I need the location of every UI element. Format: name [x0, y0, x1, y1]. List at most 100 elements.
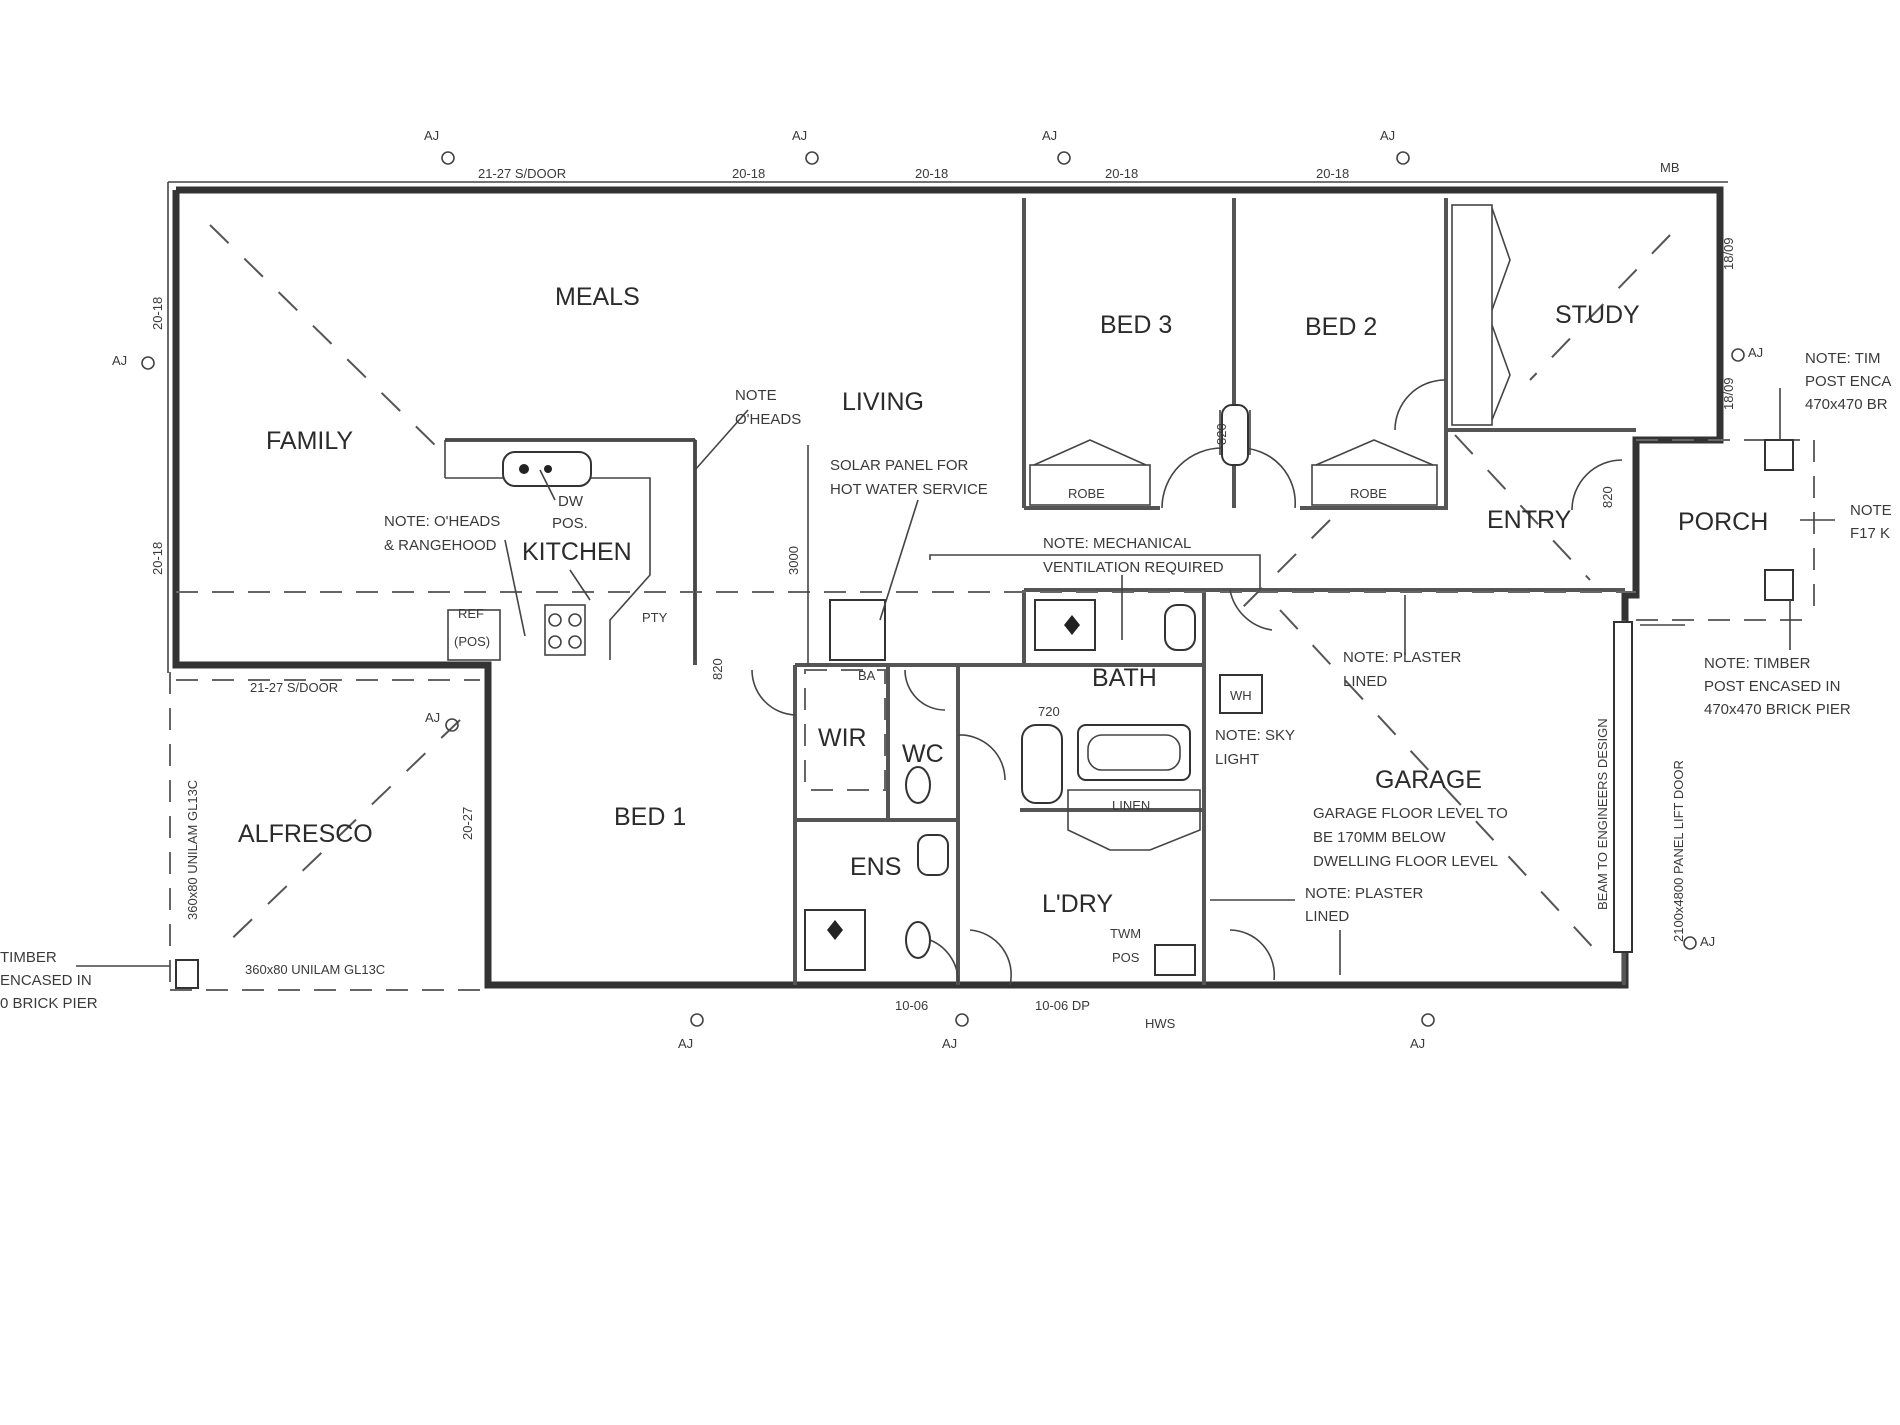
dim-bot-2: 10-06 DP	[1035, 998, 1090, 1013]
room-label-garage: GARAGE	[1375, 766, 1482, 794]
aj-label: AJ	[1042, 128, 1057, 143]
leader-lines	[76, 388, 1835, 975]
dim-beam-alf-h: 360x80 UNILAM GL13C	[245, 962, 385, 977]
note-timber-right-1: NOTE: TIMBER	[1704, 655, 1811, 672]
dim-d820: 820	[710, 658, 725, 680]
dim-h3000: 3000	[786, 546, 801, 575]
note-timber-left-2: ENCASED IN	[0, 972, 92, 989]
cooktop	[544, 604, 586, 656]
dim-sdoor-alf: 21-27 S/DOOR	[250, 680, 338, 695]
ens-basin	[917, 834, 949, 876]
note-f17-2: F17 K	[1850, 525, 1890, 542]
note-washer-1: TWM	[1110, 926, 1141, 941]
note-ba: BA	[858, 668, 876, 683]
note-timber-right-2: POST ENCASED IN	[1704, 678, 1840, 695]
note-oheads-range-1: NOTE: O'HEADS	[384, 513, 500, 530]
room-label-porch: PORCH	[1678, 508, 1768, 536]
robe-label-bed2: ROBE	[1350, 486, 1387, 501]
laundry-trough	[1154, 944, 1196, 976]
exterior-walls	[167, 181, 1728, 989]
note-panel-lift: 2100x4800 PANEL LIFT DOOR	[1671, 760, 1686, 942]
dim-top-2: 20-18	[915, 166, 948, 181]
dim-left-1: 20-18	[150, 297, 165, 330]
aj-marker	[1396, 151, 1410, 165]
robe-label-bed3: ROBE	[1068, 486, 1105, 501]
dim-right-1: 18/09	[1721, 237, 1736, 270]
aj-label: AJ	[942, 1036, 957, 1051]
note-dw-1: DW	[558, 493, 584, 510]
vanity	[1021, 724, 1063, 804]
garage-lift-door	[1613, 621, 1633, 953]
room-label-bed1: BED 1	[614, 803, 686, 831]
dim-alf-w: 20-27	[460, 807, 475, 840]
note-timber-left-1: TIMBER	[0, 949, 57, 966]
basin	[1164, 604, 1196, 651]
aj-marker	[445, 718, 459, 732]
aj-label: AJ	[1700, 934, 1715, 949]
dim-bot-1: 10-06	[895, 998, 928, 1013]
note-f17-1: NOTE	[1850, 502, 1892, 519]
note-solar-1: SOLAR PANEL FOR	[830, 457, 969, 474]
note-oheads-2: O'HEADS	[735, 411, 801, 428]
aj-marker	[805, 151, 819, 165]
porch-post-bottom	[1764, 569, 1794, 601]
aj-label: AJ	[792, 128, 807, 143]
note-plaster-2b: LINED	[1305, 908, 1349, 925]
aj-marker	[141, 356, 155, 370]
note-timber-left-3: 0 BRICK PIER	[0, 995, 98, 1012]
shower-drain	[1064, 615, 1080, 635]
room-label-alfresco: ALFRESCO	[238, 820, 373, 848]
fridge-space	[447, 609, 501, 661]
note-garage-floor-2: BE 170MM BELOW	[1313, 829, 1446, 846]
room-label-study: STUDY	[1555, 301, 1640, 329]
door-swings	[751, 379, 1623, 986]
aj-label: AJ	[424, 128, 439, 143]
aj-marker	[1421, 1013, 1435, 1027]
note-dw-2: POS.	[552, 515, 588, 532]
alfresco-outline	[169, 672, 488, 991]
aj-label: AJ	[1748, 345, 1763, 360]
room-label-wc: WC	[902, 740, 944, 768]
room-label-wir: WIR	[818, 724, 867, 752]
aj-label: AJ	[112, 353, 127, 368]
note-washer-2: POS	[1112, 950, 1140, 965]
note-sky-2: LIGHT	[1215, 751, 1259, 768]
sink-drain-2	[544, 465, 552, 473]
aj-marker	[1683, 936, 1697, 950]
aj-label: AJ	[1380, 128, 1395, 143]
note-garage-floor-3: DWELLING FLOOR LEVEL	[1313, 853, 1498, 870]
note-oheads-1: NOTE	[735, 387, 777, 404]
brick-pier	[175, 959, 199, 989]
dim-d720: 720	[1038, 704, 1060, 719]
dim-top-4: 20-18	[1316, 166, 1349, 181]
room-label-meals: MEALS	[555, 283, 640, 311]
bathtub	[1077, 724, 1191, 781]
aj-marker	[1731, 348, 1745, 362]
note-sky-1: NOTE: SKY	[1215, 727, 1295, 744]
aj-marker	[1057, 151, 1071, 165]
note-plaster-2a: NOTE: PLASTER	[1305, 885, 1424, 902]
dim-beam-alf-v: 360x80 UNILAM GL13C	[185, 780, 200, 920]
note-mech-1: NOTE: MECHANICAL	[1043, 535, 1191, 552]
room-label-pty: PTY	[642, 610, 668, 625]
bed-door-pair	[1221, 404, 1249, 466]
note-ref-2: (POS)	[454, 634, 490, 649]
porch-post-top	[1764, 439, 1794, 471]
aj-marker	[955, 1013, 969, 1027]
linen-cupboard	[1067, 789, 1201, 851]
note-ref-1: REF	[458, 606, 484, 621]
dim-top-1: 20-18	[732, 166, 765, 181]
solar-panel-box	[829, 599, 886, 661]
note-mech-2: VENTILATION REQUIRED	[1043, 559, 1224, 576]
aj-marker	[441, 151, 455, 165]
room-diagonals	[209, 224, 1671, 956]
aj-markers	[141, 151, 1745, 1027]
kitchen-bench	[444, 439, 696, 661]
room-label-family: FAMILY	[266, 427, 353, 455]
room-label-bed2: BED 2	[1305, 313, 1377, 341]
ens-toilet	[905, 921, 931, 959]
water-heater	[1219, 674, 1263, 714]
dim-top-3: 20-18	[1105, 166, 1138, 181]
